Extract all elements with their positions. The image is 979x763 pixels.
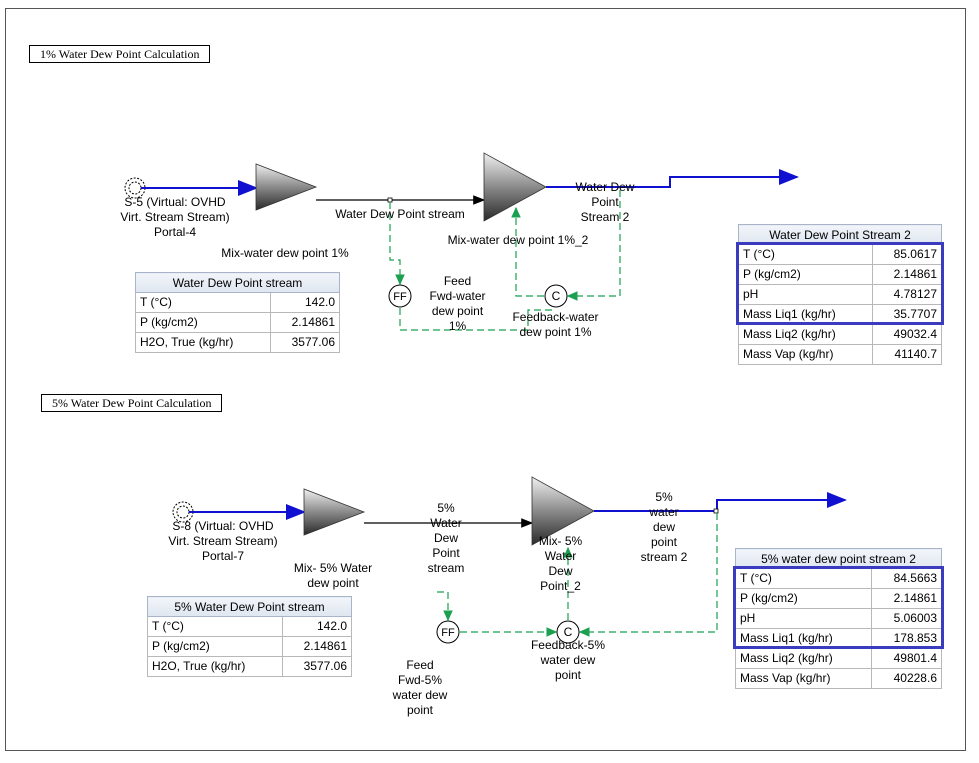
property-name: P (kg/cm2) — [738, 264, 873, 285]
stream-data-table: Water Dew Point stream T (°C)142.0 P (kg… — [135, 272, 341, 353]
property-name: Mass Liq1 (kg/hr) — [738, 304, 873, 325]
property-name: pH — [738, 284, 873, 305]
control-lines-section-1 — [389, 190, 621, 331]
mixer-1-label: Mix-water dew point 1% — [221, 246, 349, 260]
mid-stream-label: 5% Water Dew Point stream — [427, 501, 465, 575]
svg-text:C: C — [564, 625, 573, 639]
feedforward-icon[interactable]: FF — [388, 284, 412, 308]
svg-text:FF: FF — [393, 291, 407, 303]
feedforward-icon[interactable]: FF — [436, 620, 460, 644]
property-name: P (kg/cm2) — [135, 312, 271, 333]
property-value: 4.78127 — [871, 284, 943, 305]
mixer-2-label: Mix-water dew point 1%_2 — [447, 233, 589, 247]
mixer-icon[interactable] — [483, 152, 547, 222]
section-2-title: 5% Water Dew Point Calculation — [41, 394, 223, 412]
mid-stream-label: Water Dew Point stream — [335, 207, 465, 221]
table-title: Water Dew Point Stream 2 — [738, 224, 942, 245]
section-1-title: 1% Water Dew Point Calculation — [29, 45, 211, 63]
property-value: 5.06003 — [870, 608, 943, 629]
table-title: 5% water dew point stream 2 — [735, 548, 942, 569]
table-row: P (kg/cm2)2.14861 — [738, 264, 943, 285]
property-value: 178.853 — [870, 628, 943, 649]
mixer-icon[interactable] — [255, 163, 318, 211]
property-value: 35.7707 — [871, 304, 943, 325]
property-value: 84.5663 — [870, 568, 943, 589]
property-value: 2.14861 — [870, 588, 943, 609]
table-row: Mass Liq2 (kg/hr)49801.4 — [735, 648, 943, 669]
feedforward-label: Feed Fwd-water dew point 1% — [429, 274, 486, 333]
table-row: H2O, True (kg/hr)3577.06 — [135, 332, 341, 353]
property-name: P (kg/cm2) — [735, 588, 872, 609]
property-name: Mass Liq2 (kg/hr) — [735, 648, 872, 669]
feedforward-label: Feed Fwd-5% water dew point — [392, 658, 448, 717]
property-value: 2.14861 — [281, 636, 353, 657]
source-stream-label: S-5 (Virtual: OVHD Virt. Stream Stream) … — [120, 195, 230, 239]
table-row: P (kg/cm2)2.14861 — [147, 636, 353, 657]
property-value: 142.0 — [269, 292, 341, 313]
property-value: 3577.06 — [281, 656, 353, 677]
property-value: 142.0 — [281, 616, 353, 637]
table-row: Mass Liq1 (kg/hr)178.853 — [735, 628, 943, 649]
property-name: T (°C) — [135, 292, 271, 313]
property-name: T (°C) — [735, 568, 872, 589]
table-row: Mass Vap (kg/hr)41140.7 — [738, 344, 943, 365]
table-row: Mass Liq1 (kg/hr)35.7707 — [738, 304, 943, 325]
property-value: 40228.6 — [870, 668, 943, 689]
mixer-1-label: Mix- 5% Water dew point — [293, 561, 373, 590]
table-row: Mass Liq2 (kg/hr)49032.4 — [738, 324, 943, 345]
outlet-stream-label: Water Dew Point Stream 2 — [575, 180, 635, 224]
table-row: T (°C)142.0 — [135, 292, 341, 313]
property-name: H2O, True (kg/hr) — [135, 332, 271, 353]
property-value: 85.0617 — [871, 244, 943, 265]
property-name: Mass Liq1 (kg/hr) — [735, 628, 872, 649]
property-value: 2.14861 — [269, 312, 341, 333]
outlet-stream-label: 5% water dew point stream 2 — [640, 490, 688, 564]
control-lines-section-2 — [437, 513, 718, 637]
water-dew-point-stream-2-line[interactable] — [546, 169, 799, 188]
table-row: T (°C)84.5663 — [735, 568, 943, 589]
table-title: 5% Water Dew Point stream — [147, 596, 352, 617]
svg-text:C: C — [552, 289, 561, 303]
table-row: Mass Vap (kg/hr)40228.6 — [735, 668, 943, 689]
mixer-icon[interactable] — [531, 476, 595, 546]
mixer-2-label: Mix- 5% Water Dew Point_2 — [538, 534, 583, 593]
property-name: Mass Liq2 (kg/hr) — [738, 324, 873, 345]
table-row: P (kg/cm2)2.14861 — [735, 588, 943, 609]
stream-data-table: 5% Water Dew Point stream T (°C)142.0 P … — [147, 596, 353, 677]
stream-data-table: Water Dew Point Stream 2 T (°C)85.0617 P… — [738, 224, 943, 365]
feedback-label: Feedback-water dew point 1% — [512, 310, 599, 339]
property-name: Mass Vap (kg/hr) — [738, 344, 873, 365]
property-value: 3577.06 — [269, 332, 341, 353]
feedback-controller-icon[interactable]: C — [556, 620, 580, 644]
property-value: 2.14861 — [871, 264, 943, 285]
property-name: T (°C) — [738, 244, 873, 265]
source-stream-label: S-8 (Virtual: OVHD Virt. Stream Stream) … — [168, 519, 278, 563]
property-value: 49801.4 — [870, 648, 943, 669]
svg-text:FF: FF — [441, 627, 455, 639]
table-row: T (°C)142.0 — [147, 616, 353, 637]
property-name: T (°C) — [147, 616, 283, 637]
property-name: pH — [735, 608, 872, 629]
5pct-water-dew-point-stream-2-line[interactable] — [594, 492, 847, 512]
feedback-controller-icon[interactable]: C — [544, 284, 568, 308]
property-value: 49032.4 — [871, 324, 943, 345]
flowsheet-canvas — [5, 8, 966, 751]
property-name: Mass Vap (kg/hr) — [735, 668, 872, 689]
table-row: P (kg/cm2)2.14861 — [135, 312, 341, 333]
mixer-icon[interactable] — [303, 488, 366, 536]
property-value: 41140.7 — [871, 344, 943, 365]
stream-data-table: 5% water dew point stream 2 T (°C)84.566… — [735, 548, 943, 689]
table-row: T (°C)85.0617 — [738, 244, 943, 265]
feedback-label: Feedback-5% water dew point — [530, 638, 606, 682]
table-title: Water Dew Point stream — [135, 272, 340, 293]
table-row: H2O, True (kg/hr)3577.06 — [147, 656, 353, 677]
property-name: P (kg/cm2) — [147, 636, 283, 657]
property-name: H2O, True (kg/hr) — [147, 656, 283, 677]
